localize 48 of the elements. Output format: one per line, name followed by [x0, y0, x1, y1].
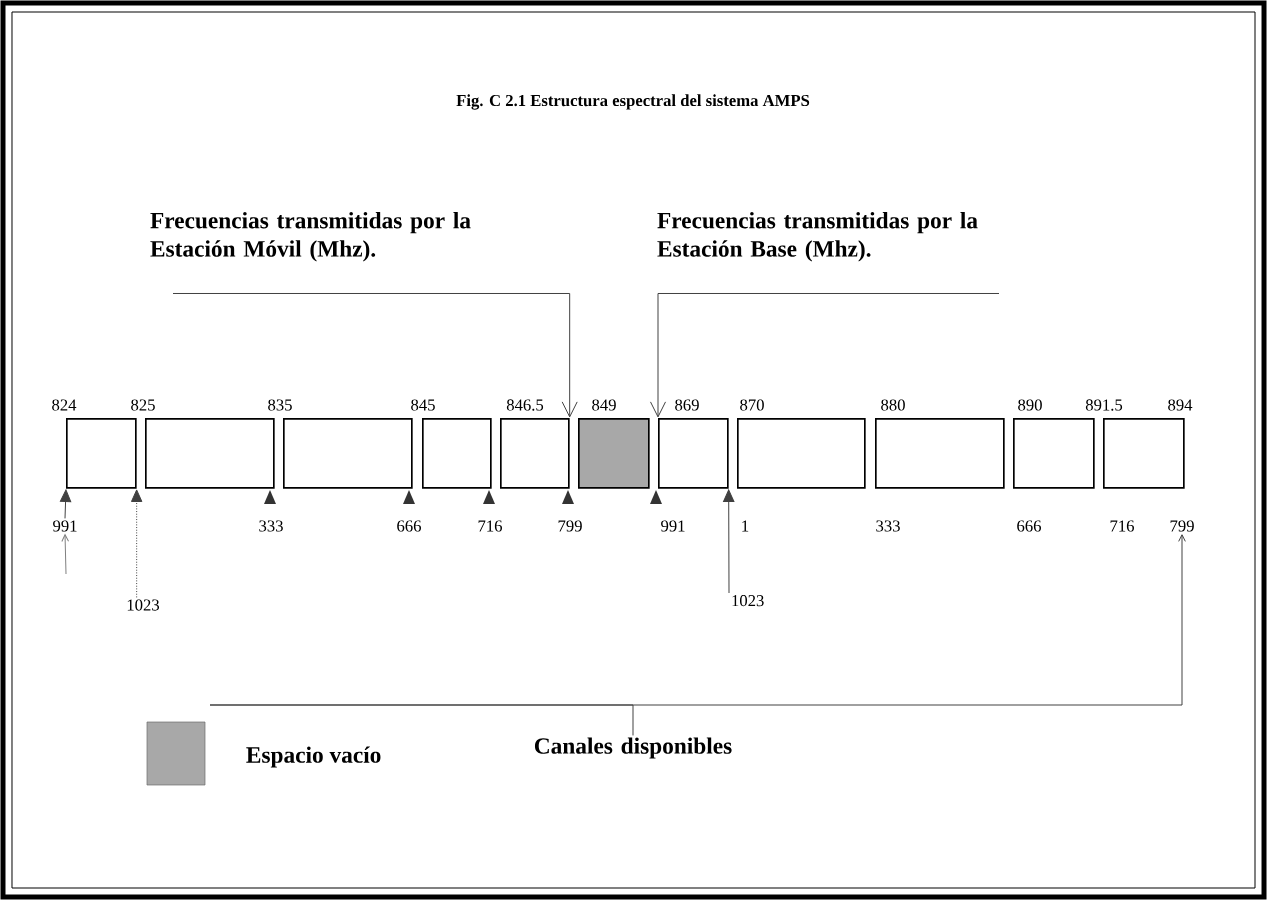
frequency-label: 835: [268, 399, 292, 411]
empty-space-block: [578, 418, 650, 489]
frequency-label: 869: [675, 399, 699, 411]
channel-number: 666: [1017, 520, 1041, 532]
leader-line: [209, 534, 1186, 736]
channel-number: 991: [53, 520, 77, 532]
leader-line: [723, 489, 735, 594]
channel-number: 666: [397, 520, 421, 532]
channel-block: [500, 418, 570, 489]
channel-block: [1103, 418, 1185, 489]
frequency-label: 870: [740, 399, 764, 411]
channel-number: 799: [1170, 520, 1194, 532]
channel-number: 991: [661, 520, 685, 532]
frequency-label: 849: [592, 399, 616, 411]
leader-line: [130, 489, 143, 598]
frequency-label: 890: [1018, 399, 1042, 411]
frequency-label: 845: [411, 399, 435, 411]
channel-block: [66, 418, 137, 489]
channel-block: [658, 418, 729, 489]
channel-number: 716: [478, 520, 502, 532]
channel-number: 1023: [127, 599, 159, 611]
heading-text: Frecuencias transmitidas por la Estación Base (Mhz).: [657, 212, 978, 262]
channel-block: [737, 418, 866, 489]
channel-number: 333: [876, 520, 900, 532]
heading-text: Frecuencias transmitidas por la Estación Móvil (Mhz).: [150, 212, 471, 262]
channel-number: 716: [1110, 520, 1134, 532]
channel-block: [1013, 418, 1095, 489]
channel-number: 333: [259, 520, 283, 532]
leader-line: [61, 534, 69, 575]
channel-number: 1023: [732, 595, 764, 607]
legend-text: Espacio vacío: [246, 746, 381, 768]
channel-number: 799: [558, 520, 582, 532]
frequency-label: 891.5: [1085, 399, 1123, 411]
frequency-label: 880: [881, 399, 905, 411]
channel-block: [875, 418, 1005, 489]
channel-block: [145, 418, 275, 489]
channel-block: [422, 418, 492, 489]
caption-text: Canales disponibles: [534, 737, 732, 759]
arrow: [172, 293, 578, 418]
frequency-label: 825: [131, 399, 155, 411]
frequency-label: 824: [52, 399, 77, 411]
frequency-label: 846.5: [506, 399, 544, 411]
channel-block: [283, 418, 413, 489]
leader-line: [59, 489, 72, 519]
figure-title: Fig. C 2.1 Estructura espectral del sistema AMPS: [456, 94, 810, 110]
channel-number: 1: [742, 520, 749, 532]
frequency-label: 894: [1168, 399, 1193, 411]
arrow: [650, 293, 1000, 418]
